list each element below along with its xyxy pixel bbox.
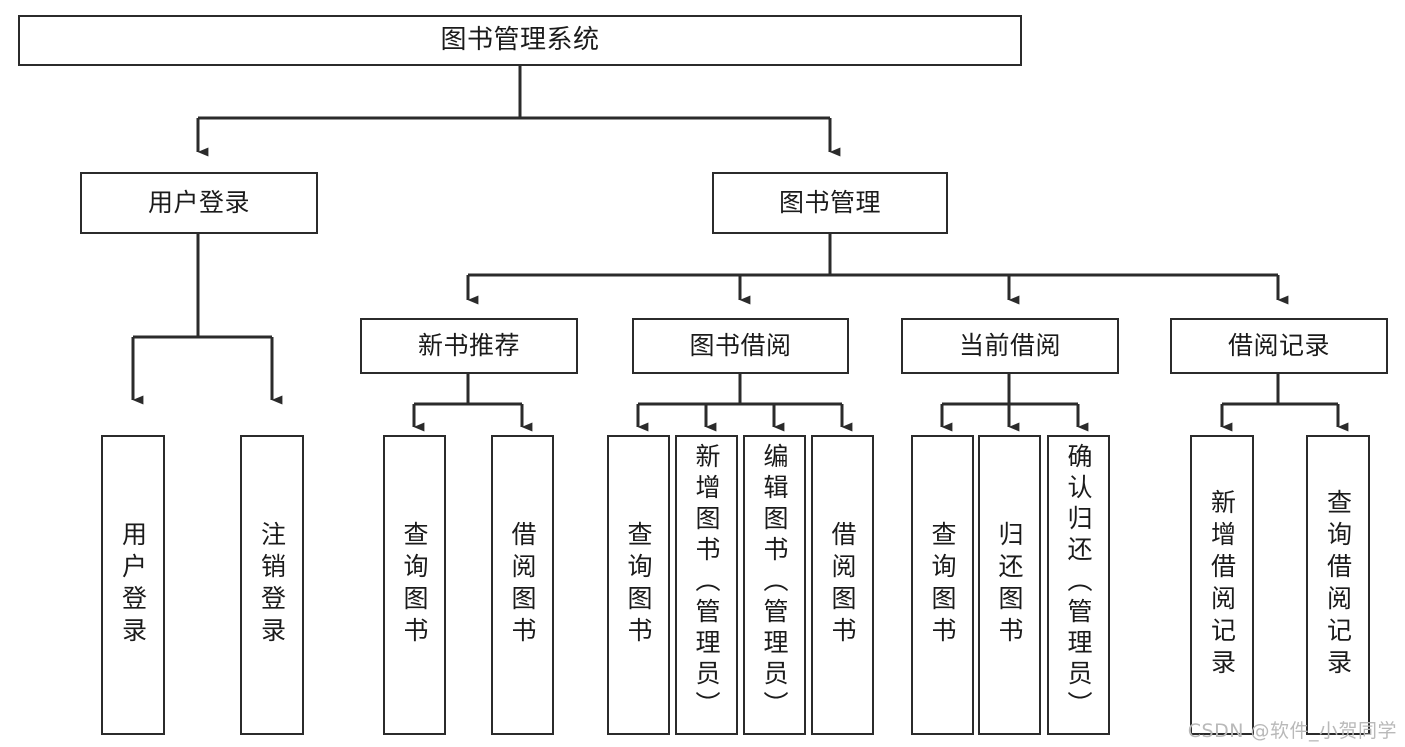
leaf-query-book-current[interactable]: 查询图书 bbox=[911, 435, 974, 735]
node-label: 新增图书（管理员） bbox=[692, 443, 721, 722]
leaf-query-book-borrow[interactable]: 查询图书 bbox=[607, 435, 670, 735]
node-label: 查询图书 bbox=[928, 521, 957, 649]
leaf-user-login[interactable]: 用户登录 bbox=[101, 435, 165, 735]
node-label: 用户登录 bbox=[118, 521, 148, 649]
node-book-borrow[interactable]: 图书借阅 bbox=[632, 318, 849, 374]
node-user-login[interactable]: 用户登录 bbox=[80, 172, 318, 234]
node-label: 归还图书 bbox=[995, 521, 1024, 649]
node-label: 查询图书 bbox=[400, 521, 429, 649]
node-label: 编辑图书（管理员） bbox=[760, 443, 789, 722]
leaf-borrow-book-borrow[interactable]: 借阅图书 bbox=[811, 435, 874, 735]
node-label: 新增借阅记录 bbox=[1207, 489, 1237, 681]
leaf-query-book-recommend[interactable]: 查询图书 bbox=[383, 435, 446, 735]
node-label: 用户登录 bbox=[147, 187, 250, 217]
node-label: 图书管理系统 bbox=[440, 24, 600, 55]
node-label: 当前借阅 bbox=[958, 330, 1061, 360]
node-label: 借阅记录 bbox=[1227, 330, 1330, 360]
leaf-borrow-book-recommend[interactable]: 借阅图书 bbox=[491, 435, 554, 735]
leaf-edit-book-admin[interactable]: 编辑图书（管理员） bbox=[743, 435, 806, 735]
leaf-add-book-admin[interactable]: 新增图书（管理员） bbox=[675, 435, 738, 735]
node-label: 借阅图书 bbox=[828, 521, 857, 649]
node-label: 新书推荐 bbox=[417, 330, 520, 360]
node-label: 确认归还（管理员） bbox=[1064, 443, 1093, 722]
node-label: 查询图书 bbox=[624, 521, 653, 649]
node-label: 查询借阅记录 bbox=[1323, 489, 1353, 681]
leaf-add-borrow-record[interactable]: 新增借阅记录 bbox=[1190, 435, 1254, 735]
watermark-text: CSDN @软件_小贺同学 bbox=[1187, 720, 1397, 742]
node-label: 借阅图书 bbox=[508, 521, 537, 649]
node-book-manage[interactable]: 图书管理 bbox=[712, 172, 948, 234]
node-borrow-record[interactable]: 借阅记录 bbox=[1170, 318, 1388, 374]
leaf-return-book[interactable]: 归还图书 bbox=[978, 435, 1041, 735]
node-new-book-recommend[interactable]: 新书推荐 bbox=[360, 318, 578, 374]
leaf-logout-login[interactable]: 注销登录 bbox=[240, 435, 304, 735]
node-label: 图书管理 bbox=[778, 187, 881, 217]
node-label: 注销登录 bbox=[257, 521, 287, 649]
node-root-system[interactable]: 图书管理系统 bbox=[18, 15, 1022, 66]
node-label: 图书借阅 bbox=[689, 330, 792, 360]
node-current-borrow[interactable]: 当前借阅 bbox=[901, 318, 1119, 374]
leaf-query-borrow-record[interactable]: 查询借阅记录 bbox=[1306, 435, 1370, 735]
leaf-confirm-return-admin[interactable]: 确认归还（管理员） bbox=[1047, 435, 1110, 735]
